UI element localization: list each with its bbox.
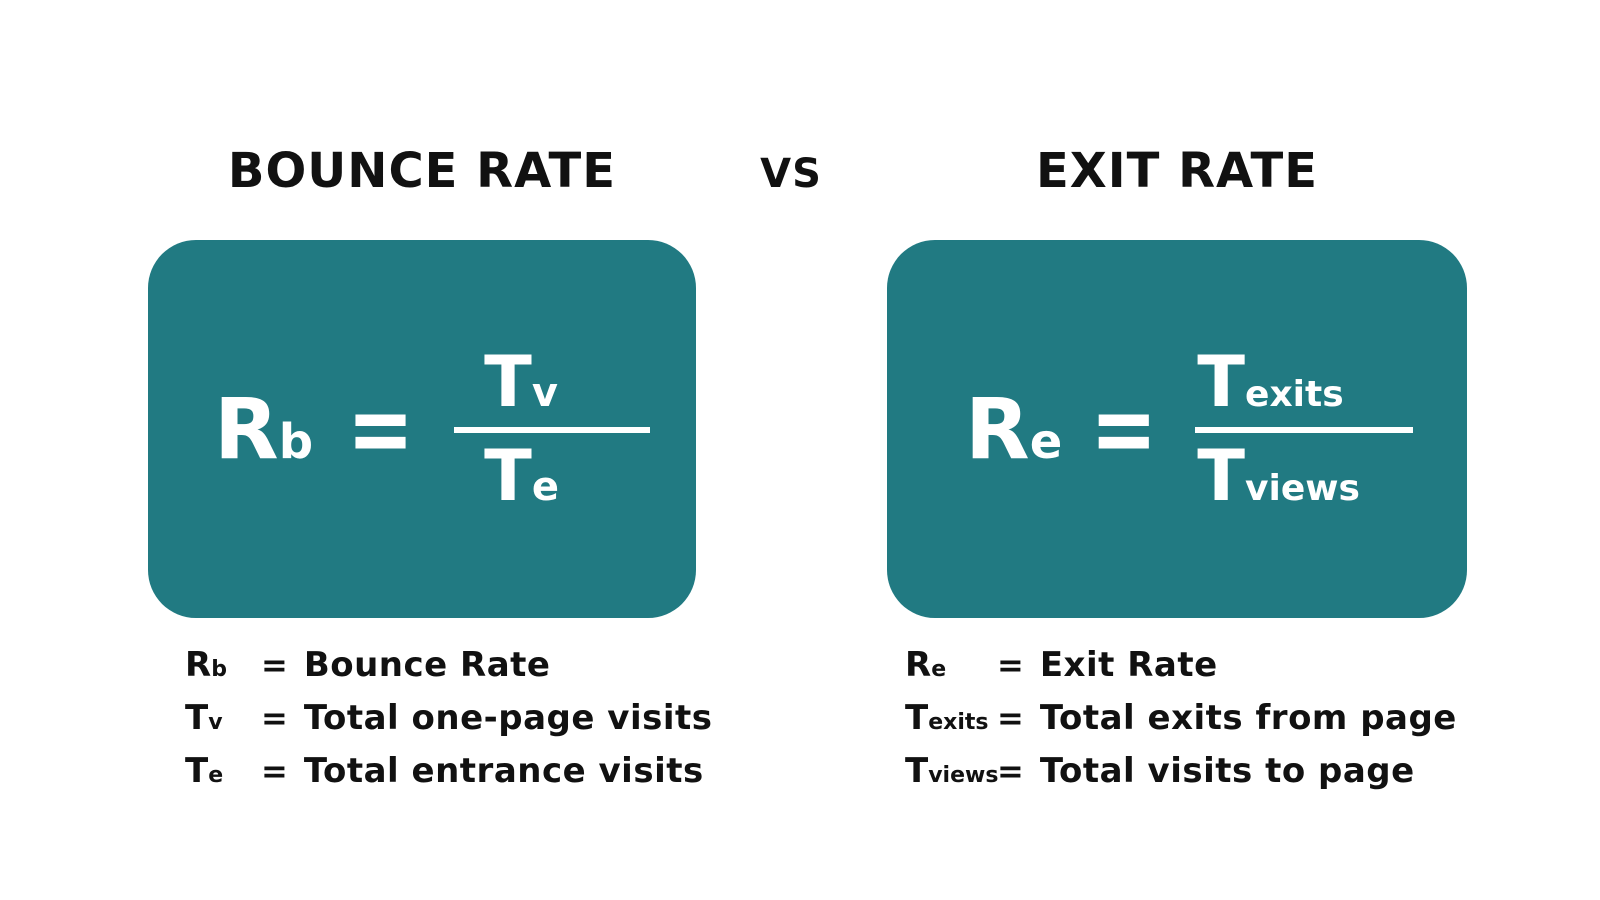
fraction-bar (454, 427, 651, 433)
formula-lhs-subscript: e (1029, 414, 1063, 470)
legend-equals: = (261, 646, 288, 684)
legend-row: R b = Bounce Rate (185, 645, 785, 698)
numerator-symbol: T (484, 340, 532, 423)
bounce-rate-title: BOUNCE RATE (227, 143, 617, 199)
legend-symbol: T e (185, 754, 261, 788)
legend-symbol-main: T (905, 751, 929, 791)
legend-description: Total entrance visits (303, 751, 704, 791)
exit-rate-title: EXIT RATE (1035, 143, 1319, 199)
legend-equals: = (997, 646, 1024, 684)
fraction: T exits T views (1195, 340, 1414, 517)
legend-symbol: R e (905, 648, 997, 682)
legend-equals: = (997, 699, 1024, 737)
legend-symbol-main: R (905, 645, 932, 685)
bounce-rate-legend: R b = Bounce Rate T v = Total one-page v… (185, 645, 785, 804)
numerator-symbol: T (1197, 340, 1246, 423)
legend-row: T views = Total visits to page (905, 751, 1525, 804)
denominator-subscript: e (531, 464, 559, 510)
legend-symbol-subscript: e (931, 657, 947, 682)
legend-symbol-subscript: exits (928, 710, 989, 735)
fraction-numerator: T exits (1195, 340, 1344, 423)
bounce-rate-formula: R b = T v T e (148, 240, 696, 618)
fraction-numerator: T v (454, 340, 558, 423)
legend-equals: = (997, 752, 1024, 790)
legend-description: Total exits from page (1039, 698, 1457, 738)
legend-symbol: T views (905, 751, 999, 791)
legend-symbol-subscript: b (211, 657, 227, 682)
numerator-subscript: v (531, 369, 558, 416)
legend-row: T e = Total entrance visits (185, 751, 785, 804)
numerator-subscript: exits (1245, 373, 1344, 415)
bounce-rate-panel: R b = T v T e (148, 240, 696, 618)
legend-symbol: T v (185, 701, 261, 735)
legend-symbol: T exits (905, 701, 997, 735)
legend-equals: = (261, 752, 288, 790)
equals-sign: = (1090, 370, 1158, 487)
legend-row: T exits = Total exits from page (905, 698, 1525, 751)
legend-symbol-subscript: views (928, 763, 999, 788)
equals-sign: = (347, 370, 415, 487)
legend-description: Bounce Rate (303, 645, 551, 685)
fraction: T v T e (454, 340, 651, 517)
legend-row: R e = Exit Rate (905, 645, 1525, 698)
fraction-bar (1195, 427, 1414, 433)
legend-symbol-subscript: e (208, 763, 224, 788)
formula-lhs: R e (965, 387, 1062, 471)
formula-lhs-symbol: R (214, 380, 279, 478)
legend-symbol-subscript: v (208, 710, 223, 735)
vs-label: VS (760, 151, 822, 197)
legend-symbol-main: T (185, 751, 209, 791)
legend-description: Total one-page visits (303, 698, 713, 738)
fraction-denominator: T e (454, 435, 559, 517)
fraction-denominator: T views (1195, 435, 1360, 517)
legend-description: Exit Rate (1039, 645, 1218, 685)
exit-rate-legend: R e = Exit Rate T exits = Total exits fr… (905, 645, 1525, 804)
formula-lhs-subscript: b (278, 414, 314, 470)
legend-symbol-main: T (905, 698, 929, 738)
legend-row: T v = Total one-page visits (185, 698, 785, 751)
legend-symbol-main: R (185, 645, 212, 685)
denominator-symbol: T (484, 435, 532, 517)
legend-symbol-main: T (185, 698, 209, 738)
formula-lhs: R b (214, 387, 313, 471)
denominator-symbol: T (1197, 435, 1246, 517)
legend-symbol: R b (185, 648, 261, 682)
denominator-subscript: views (1245, 468, 1360, 509)
legend-description: Total visits to page (1039, 751, 1415, 791)
exit-rate-panel: R e = T exits T views (887, 240, 1467, 618)
legend-equals: = (261, 699, 288, 737)
formula-lhs-symbol: R (965, 380, 1030, 478)
exit-rate-formula: R e = T exits T views (887, 240, 1467, 618)
